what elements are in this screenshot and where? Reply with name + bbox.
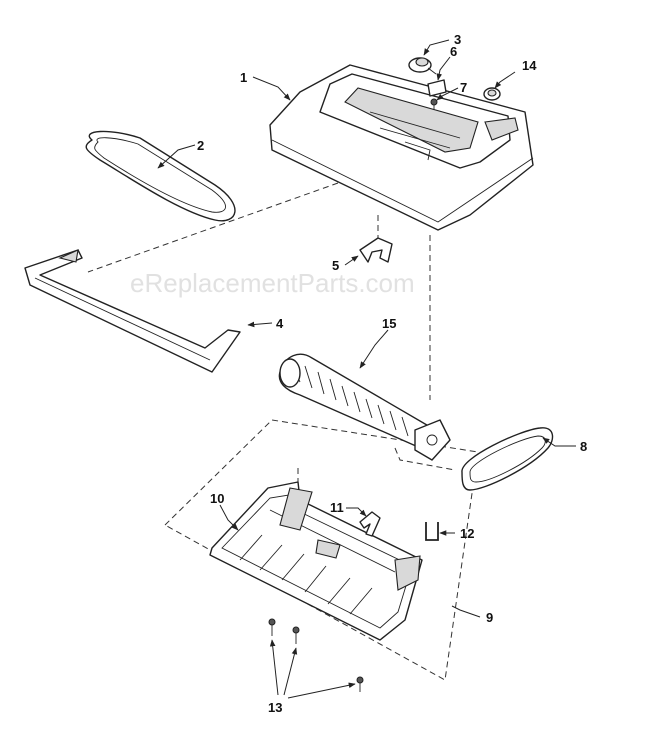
- belt-part: [85, 130, 236, 222]
- callout-1: 1: [240, 70, 247, 85]
- knob-part: [408, 57, 437, 75]
- nozzle-hood-part: [269, 64, 534, 231]
- callout-6: 6: [450, 44, 457, 59]
- callout-numbers: 1 2 3 4 5 6 7 8 9 10 11 12 13 14 15: [197, 32, 587, 715]
- callout-7: 7: [460, 80, 467, 95]
- callout-15: 15: [382, 316, 396, 331]
- callout-3: 3: [454, 32, 461, 47]
- bumper-cap-part: [483, 87, 501, 101]
- callout-11: 11: [330, 500, 344, 515]
- clip-part: [427, 79, 447, 97]
- callout-leaders: [157, 39, 576, 699]
- base-plate-part: [209, 481, 423, 641]
- callout-14: 14: [522, 58, 537, 73]
- bracket-part-11: [359, 511, 381, 537]
- callout-10: 10: [210, 491, 224, 506]
- spring-clip-part: [425, 522, 439, 541]
- screw-part-7: [430, 98, 438, 110]
- callout-8: 8: [580, 439, 587, 454]
- bracket-part: [359, 237, 393, 263]
- callout-13: 13: [268, 700, 282, 715]
- watermark: eReplacementParts.com: [130, 268, 415, 298]
- brushroll-part: [278, 353, 451, 461]
- callout-5: 5: [332, 258, 339, 273]
- bumper-strip-part: [24, 249, 241, 373]
- callout-9: 9: [486, 610, 493, 625]
- drive-belt-part: [461, 427, 554, 491]
- callout-2: 2: [197, 138, 204, 153]
- callout-4: 4: [276, 316, 284, 331]
- callout-12: 12: [460, 526, 474, 541]
- screws-part-13: [268, 618, 364, 692]
